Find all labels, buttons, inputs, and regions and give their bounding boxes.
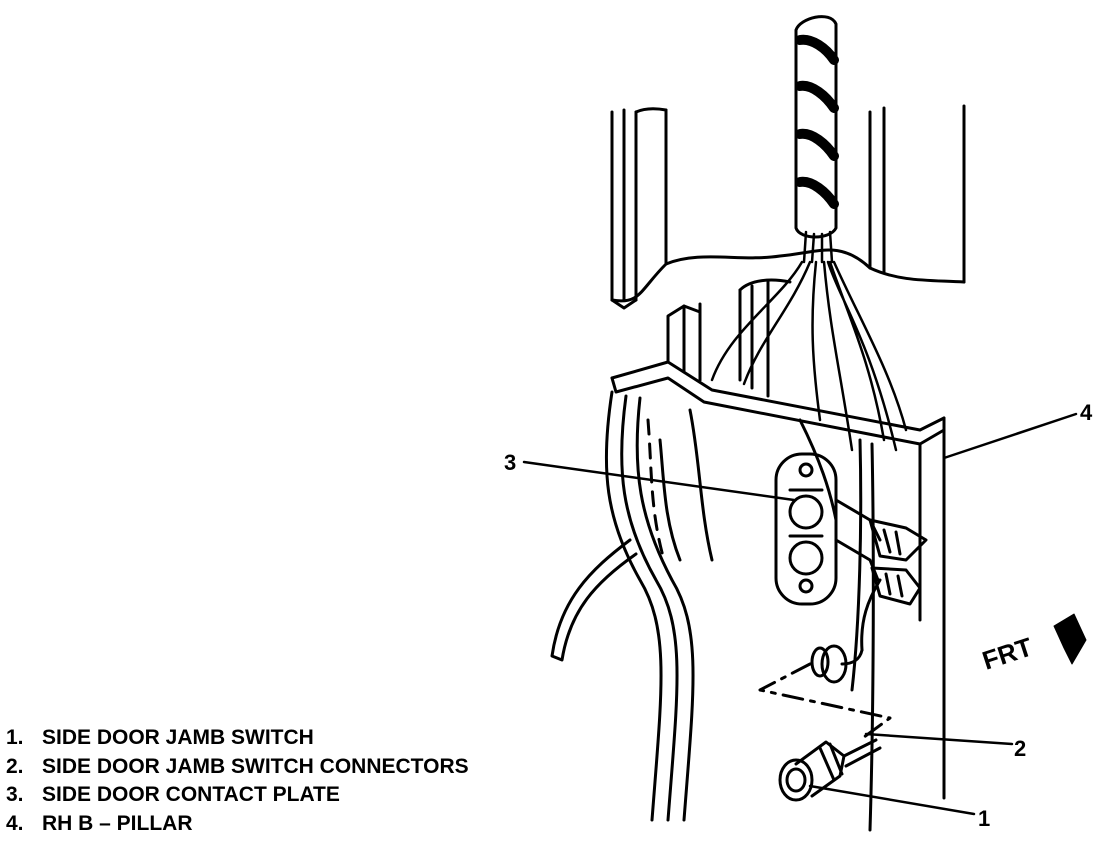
leader-lines (522, 412, 1078, 816)
b-pillar-body (604, 304, 946, 832)
legend-item-4: 4. RH B – PILLAR (6, 810, 469, 839)
front-arrow-icon (1053, 613, 1087, 665)
callout-4: 4 (1080, 400, 1093, 425)
legend-number: 3. (6, 783, 24, 806)
legend-text: RH B – PILLAR (42, 811, 193, 835)
callout-2: 2 (1014, 736, 1026, 761)
upper-trim-panel (610, 104, 966, 310)
legend-text: SIDE DOOR JAMB SWITCH (42, 726, 314, 749)
installation-guide (758, 662, 892, 742)
leader-line-2 (864, 732, 1014, 746)
callout-1: 1 (978, 806, 990, 831)
legend: 1. SIDE DOOR JAMB SWITCH 2. SIDE DOOR JAMB… (6, 724, 469, 838)
legend-text: SIDE DOOR CONTACT PLATE (42, 783, 340, 806)
legend-number: 1. (6, 726, 24, 749)
callout-3: 3 (504, 450, 516, 475)
legend-item-2: 2. SIDE DOOR JAMB SWITCH CONNECTORS (6, 753, 469, 782)
wire-loom (710, 15, 908, 452)
loose-wire (550, 538, 638, 662)
legend-item-3: 3. SIDE DOOR CONTACT PLATE (6, 781, 469, 810)
side-door-jamb-switch (778, 738, 882, 802)
front-direction-label: FRT (979, 632, 1036, 676)
legend-item-1: 1. SIDE DOOR JAMB SWITCH (6, 724, 469, 753)
leader-line-3 (522, 460, 796, 502)
leader-line-4 (942, 412, 1078, 460)
legend-number: 4. (6, 811, 24, 835)
legend-text: SIDE DOOR JAMB SWITCH CONNECTORS (42, 754, 469, 778)
side-door-contact-plate (774, 452, 838, 606)
jamb-switch-connectors (834, 498, 928, 652)
grommet (810, 644, 864, 684)
legend-number: 2. (6, 754, 24, 778)
leader-line-1 (808, 784, 976, 816)
